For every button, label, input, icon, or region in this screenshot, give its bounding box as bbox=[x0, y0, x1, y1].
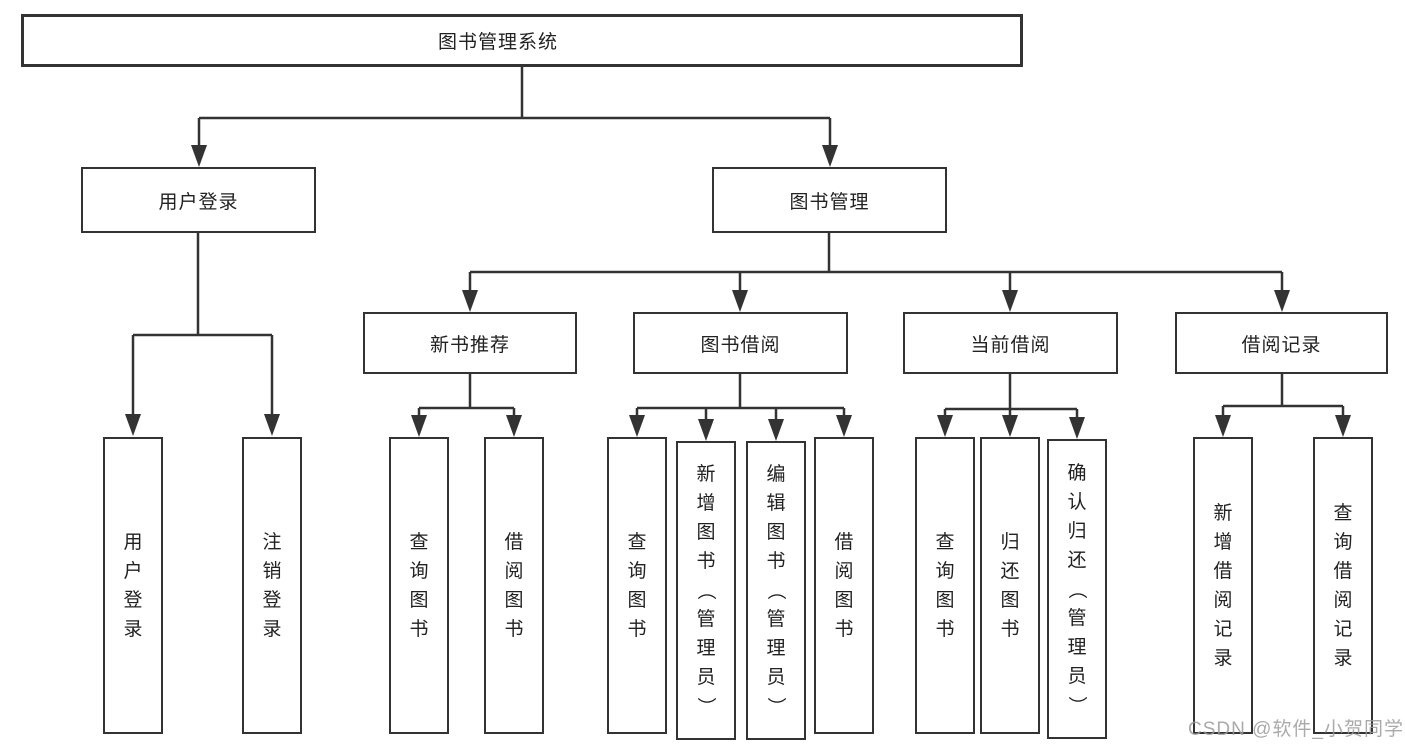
node-logout-leaf: 注销登录 bbox=[242, 437, 302, 734]
node-confirm-return-admin: 确认归还（管理员） bbox=[1047, 439, 1107, 739]
node-borrow-books-leaf: 借阅图书 bbox=[814, 437, 874, 734]
node-return-book: 归还图书 bbox=[980, 437, 1040, 734]
node-label: 图书借阅 bbox=[700, 334, 781, 356]
edge-recommend-split bbox=[417, 374, 516, 416]
node-label: 图书管理系统 bbox=[437, 32, 558, 53]
edge-root-split bbox=[197, 67, 832, 147]
node-user-login-leaf: 用户登录 bbox=[103, 437, 163, 734]
csdn-watermark: CSDN @软件_小贺同学 bbox=[1188, 719, 1404, 740]
node-label: 借阅记录 bbox=[1241, 334, 1322, 356]
node-add-borrow-record: 新增借阅记录 bbox=[1193, 437, 1253, 734]
node-add-book-admin: 新增图书（管理员） bbox=[676, 441, 736, 740]
edge-records-split bbox=[1221, 374, 1345, 416]
node-label: 新书推荐 bbox=[429, 334, 510, 356]
edge-book-mgmt-split bbox=[468, 233, 1284, 292]
node-label: 图书管理 bbox=[789, 191, 870, 213]
node-query-books-recommend: 查询图书 bbox=[389, 437, 449, 734]
node-edit-book-admin: 编辑图书（管理员） bbox=[746, 441, 806, 740]
node-borrowing-records: 借阅记录 bbox=[1175, 312, 1388, 374]
node-new-book-recommend: 新书推荐 bbox=[363, 312, 577, 374]
node-label: 用户登录 bbox=[158, 191, 239, 213]
node-query-books-current: 查询图书 bbox=[915, 437, 975, 734]
node-user-login: 用户登录 bbox=[81, 167, 316, 233]
node-book-management: 图书管理 bbox=[712, 167, 947, 233]
node-query-books-borrow: 查询图书 bbox=[607, 437, 667, 734]
node-borrow-books-recommend: 借阅图书 bbox=[484, 437, 544, 734]
node-current-borrowing: 当前借阅 bbox=[903, 312, 1118, 374]
node-query-borrow-record: 查询借阅记录 bbox=[1313, 437, 1373, 734]
arrowheads bbox=[125, 145, 1351, 441]
edge-borrow-split bbox=[635, 374, 846, 420]
node-book-borrowing: 图书借阅 bbox=[633, 312, 848, 374]
edge-current-split bbox=[943, 374, 1079, 418]
node-label: 当前借阅 bbox=[970, 334, 1051, 356]
edge-user-login-split bbox=[131, 233, 274, 416]
node-library-system: 图书管理系统 bbox=[21, 14, 1023, 67]
